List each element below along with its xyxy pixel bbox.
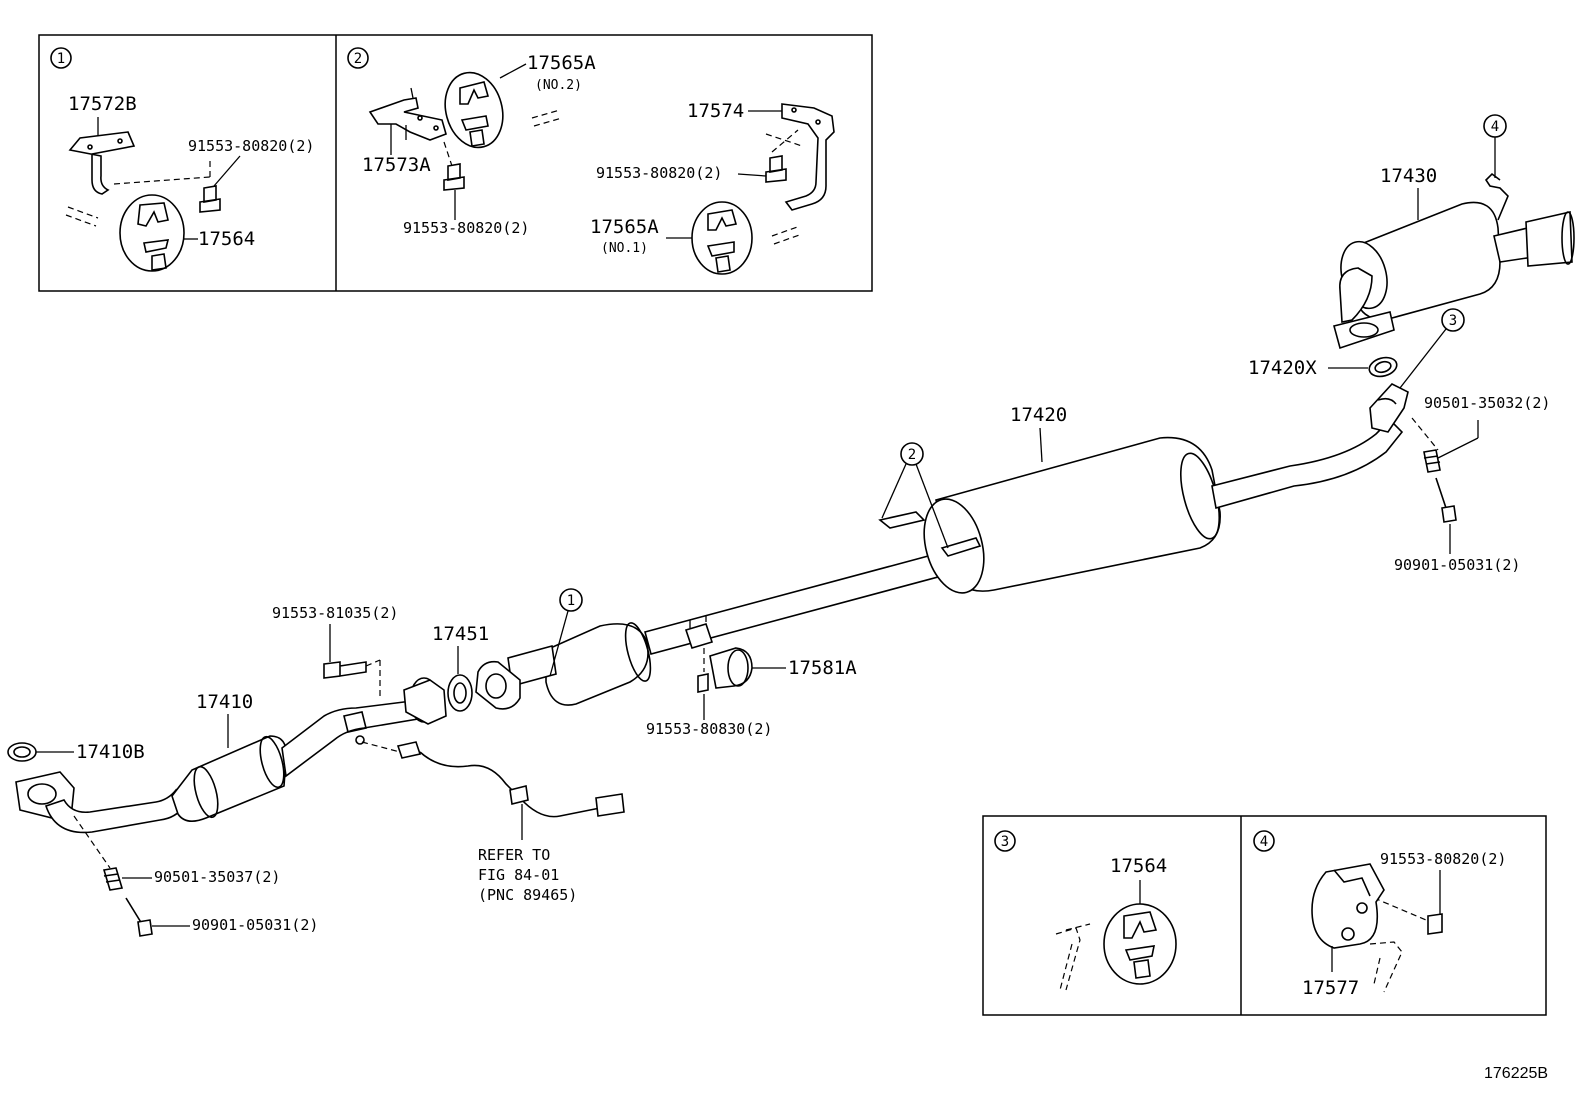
- refer-line-2: FIG 84-01: [478, 866, 559, 884]
- label-no1: (NO.1): [601, 241, 648, 256]
- label-17572b: 17572B: [68, 93, 137, 115]
- callout-2: 2: [908, 447, 916, 463]
- bolt-91553-80820-i1: [199, 185, 221, 213]
- front-converter-middle: [475, 622, 652, 710]
- label-no2: (NO.2): [535, 78, 582, 93]
- label-90501-35037: 90501-35037(2): [154, 868, 280, 886]
- label-17573a: 17573A: [362, 154, 431, 176]
- refer-line-1: REFER TO: [478, 846, 550, 864]
- figure-id: 176225B: [1484, 1065, 1548, 1082]
- oxygen-sensor: [361, 741, 625, 818]
- bolt-91553-81035: [323, 661, 367, 679]
- damper-17581a: [697, 647, 753, 693]
- callout-1: 1: [567, 593, 575, 609]
- inset-3: 3 17564: [994, 830, 1177, 991]
- refer-line-3: (PNC 89465): [478, 886, 577, 904]
- callout-4: 4: [1491, 119, 1499, 135]
- label-17565a-no1: 17565A: [590, 216, 659, 238]
- inset-4: 4 91553-80820(2) 17577: [1253, 830, 1506, 999]
- label-17577: 17577: [1302, 977, 1359, 999]
- muffler-17430: [1333, 172, 1575, 350]
- inset-1: 1 17572B 91553-80820(2) 17564: [50, 47, 314, 272]
- bolt-91553-80820-i2a: [443, 163, 465, 191]
- label-17410: 17410: [196, 691, 253, 713]
- label-90901-05031-l: 90901-05031(2): [192, 916, 318, 934]
- rubber-hanger-17565a-no2: [444, 71, 504, 149]
- label-91553-80830: 91553-80830(2): [646, 720, 772, 738]
- rubber-hanger-17577: [1311, 863, 1385, 949]
- label-17410b: 17410B: [76, 741, 145, 763]
- bracket-17573a: [368, 97, 447, 141]
- label-17565a-no2: 17565A: [527, 52, 596, 74]
- gasket-17451: [447, 674, 473, 712]
- label-91553-80820-i1: 91553-80820(2): [188, 137, 314, 155]
- label-17451: 17451: [432, 623, 489, 645]
- inset-4-number: 4: [1260, 834, 1268, 850]
- bolt-91553-80820-i4: [1427, 913, 1443, 935]
- gasket-17410b: [7, 742, 37, 762]
- inset-1-number: 1: [57, 51, 65, 67]
- inset-3-number: 3: [1001, 834, 1009, 850]
- front-pipe-17410: [15, 677, 447, 834]
- rubber-hanger-17564-i1: [119, 194, 185, 272]
- bracket-17572b: [68, 131, 136, 195]
- callout-3: 3: [1449, 313, 1457, 329]
- bolt-91553-80820-i2b: [765, 155, 787, 183]
- spring-bolt-left: [73, 815, 153, 937]
- label-90501-35032: 90501-35032(2): [1424, 394, 1550, 412]
- label-17420x: 17420X: [1248, 357, 1317, 379]
- label-17420: 17420: [1010, 404, 1067, 426]
- label-17564-i3: 17564: [1110, 855, 1167, 877]
- inset-2-number: 2: [354, 51, 362, 67]
- label-91553-81035: 91553-81035(2): [272, 604, 398, 622]
- rubber-hanger-17564-i3: [1103, 903, 1177, 985]
- spring-bolt-right: [1411, 417, 1457, 523]
- rubber-hanger-17565a-no1: [691, 201, 753, 275]
- label-17581a: 17581A: [788, 657, 857, 679]
- bracket-17574: [781, 103, 835, 211]
- center-pipe-17420: [644, 383, 1409, 655]
- inset-box-1-2: [38, 34, 873, 292]
- label-17564-i1: 17564: [198, 228, 255, 250]
- inset-box-3-4: [982, 815, 1547, 1016]
- gasket-17420x: [1368, 356, 1398, 378]
- label-17574: 17574: [687, 100, 744, 122]
- label-91553-80820-i2b: 91553-80820(2): [596, 164, 722, 182]
- label-91553-80820-i2a: 91553-80820(2): [403, 219, 529, 237]
- label-91553-80820-i4: 91553-80820(2): [1380, 850, 1506, 868]
- label-17430: 17430: [1380, 165, 1437, 187]
- label-90901-05031-r: 90901-05031(2): [1394, 556, 1520, 574]
- inset-2: 2 17565A (NO.2) 17573A 91553-80820(2) 17…: [347, 47, 835, 275]
